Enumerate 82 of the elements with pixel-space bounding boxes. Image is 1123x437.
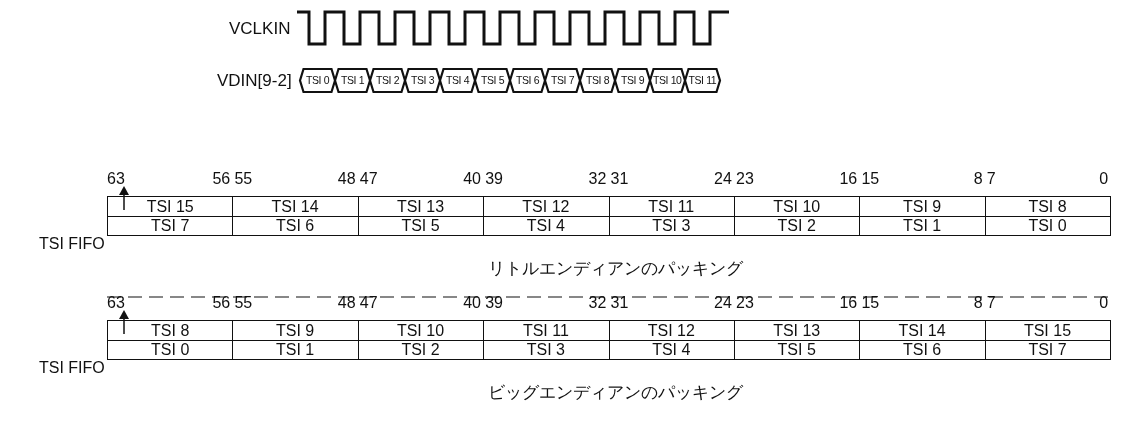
bit-number: 32 bbox=[588, 171, 607, 187]
table-cell: TSI 7 bbox=[107, 216, 234, 236]
bit-number: 40 bbox=[463, 171, 481, 187]
table-cell: TSI 7 bbox=[984, 340, 1112, 360]
bus-value: TSI 7 bbox=[551, 75, 575, 86]
bus-value: TSI 9 bbox=[621, 75, 645, 86]
table-cell: TSI 12 bbox=[483, 196, 610, 217]
table-cell: TSI 6 bbox=[859, 340, 986, 360]
table-cell: TSI 2 bbox=[734, 216, 861, 236]
bit-number: 16 bbox=[839, 171, 858, 187]
table-cell: TSI 12 bbox=[608, 320, 735, 341]
table-cell: TSI 9 bbox=[232, 320, 359, 341]
bit-number: 55 bbox=[234, 171, 253, 187]
bit-number: 32 bbox=[588, 295, 607, 311]
bit-number: 16 bbox=[839, 295, 858, 311]
fifo-label: TSI FIFO bbox=[39, 236, 105, 252]
bit-number: 48 bbox=[337, 295, 356, 311]
table-cell: TSI 13 bbox=[357, 196, 485, 217]
table-cell: TSI 8 bbox=[984, 196, 1112, 217]
signal-name: VDIN[9-2] bbox=[217, 71, 292, 89]
bus-value: TSI 1 bbox=[341, 75, 365, 86]
table-cell: TSI 15 bbox=[107, 196, 234, 217]
table-cell: TSI 11 bbox=[483, 320, 610, 341]
table-cell: TSI 5 bbox=[357, 216, 485, 236]
bit-number: 7 bbox=[986, 295, 996, 311]
table-cell: TSI 10 bbox=[357, 320, 485, 341]
table-cell: TSI 0 bbox=[984, 216, 1112, 236]
table-cell: TSI 0 bbox=[107, 340, 234, 360]
bus-value: TSI 8 bbox=[586, 75, 610, 86]
bit-number: 63 bbox=[107, 295, 125, 311]
table-cell: TSI 15 bbox=[984, 320, 1112, 341]
bus-value: TSI 5 bbox=[481, 75, 505, 86]
bus-value: TSI 11 bbox=[688, 75, 717, 86]
table-cell: TSI 13 bbox=[734, 320, 861, 341]
bus-value: TSI 3 bbox=[411, 75, 435, 86]
bit-number: 24 bbox=[714, 295, 732, 311]
table-cell: TSI 3 bbox=[483, 340, 610, 360]
bus-value: TSI 0 bbox=[306, 75, 330, 86]
bit-number: 48 bbox=[337, 171, 356, 187]
bit-number: 40 bbox=[463, 295, 481, 311]
table-caption: ビッグエンディアンのパッキング bbox=[487, 383, 743, 401]
table-cell: TSI 5 bbox=[734, 340, 861, 360]
bit-number: 15 bbox=[861, 171, 880, 187]
bit-number: 31 bbox=[610, 295, 629, 311]
bit-number: 55 bbox=[234, 295, 253, 311]
fifo-label: TSI FIFO bbox=[39, 360, 105, 376]
table-cell: TSI 1 bbox=[232, 340, 359, 360]
table-cell: TSI 8 bbox=[107, 320, 234, 341]
bit-number: 47 bbox=[359, 171, 378, 187]
table-cell: TSI 11 bbox=[608, 196, 735, 217]
bit-number: 0 bbox=[1099, 171, 1109, 187]
bit-number: 7 bbox=[986, 171, 996, 187]
bus-value: TSI 4 bbox=[446, 75, 470, 86]
bit-number: 56 bbox=[212, 171, 231, 187]
bit-number: 15 bbox=[861, 295, 880, 311]
signal-name: VCLKIN bbox=[229, 19, 291, 37]
table-cell: TSI 14 bbox=[232, 196, 359, 217]
bit-number: 39 bbox=[485, 171, 503, 187]
table-cell: TSI 3 bbox=[608, 216, 735, 236]
table-cell: TSI 14 bbox=[859, 320, 986, 341]
table-cell: TSI 4 bbox=[608, 340, 735, 360]
table-caption: リトルエンディアンのパッキング bbox=[487, 259, 743, 277]
bit-number: 47 bbox=[359, 295, 378, 311]
bit-number: 24 bbox=[714, 171, 732, 187]
bus-value: TSI 2 bbox=[376, 75, 400, 86]
table-cell: TSI 4 bbox=[483, 216, 610, 236]
bit-number: 8 bbox=[973, 295, 983, 311]
bit-number: 39 bbox=[485, 295, 503, 311]
bit-number: 0 bbox=[1099, 295, 1109, 311]
bit-number: 23 bbox=[736, 171, 754, 187]
bit-number: 23 bbox=[736, 295, 754, 311]
bit-number: 56 bbox=[212, 295, 231, 311]
table-cell: TSI 9 bbox=[859, 196, 986, 217]
table-cell: TSI 2 bbox=[357, 340, 485, 360]
bit-number: 8 bbox=[973, 171, 983, 187]
bit-number: 63 bbox=[107, 171, 125, 187]
table-cell: TSI 6 bbox=[232, 216, 359, 236]
bus-value: TSI 6 bbox=[516, 75, 540, 86]
bit-number: 31 bbox=[610, 171, 629, 187]
table-cell: TSI 1 bbox=[859, 216, 986, 236]
table-cell: TSI 10 bbox=[734, 196, 861, 217]
bus-value: TSI 10 bbox=[653, 75, 682, 86]
